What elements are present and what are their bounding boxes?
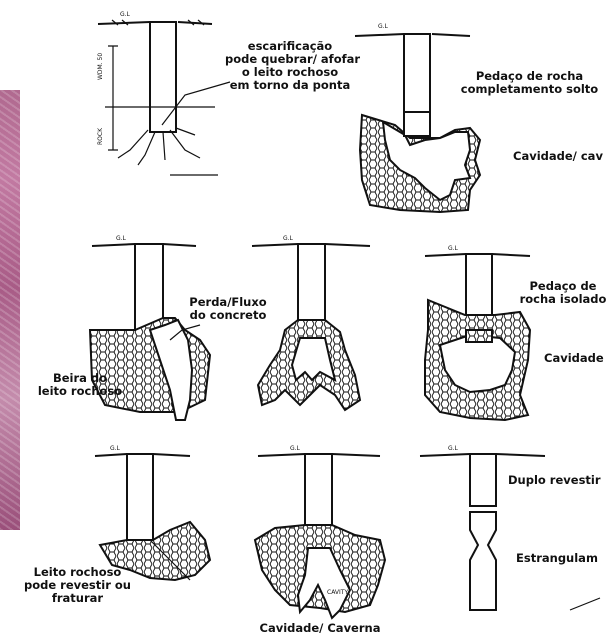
panel-loose-rock: G.L [355, 23, 480, 212]
panel-necking: G.L [420, 445, 600, 610]
label-isolated-rock-line2: rocha isolado [512, 293, 614, 306]
label-loose-rock-line2: completamento solto [445, 83, 614, 96]
gl-label-h: G.L [448, 445, 459, 452]
gl-label-b: G.L [378, 23, 389, 30]
label-loose-rock: Pedaço de rocha completamento solto [445, 70, 614, 96]
panel-cavity-fork: G.L [252, 235, 370, 410]
label-cavity-b: Cavidade/ cav [513, 150, 614, 163]
panel-scarification: G.L WDM. 50 ROCK [97, 11, 230, 175]
gl-label-c: G.L [116, 235, 127, 242]
gl-label-f: G.L [110, 445, 121, 452]
gl-label-g: G.L [290, 445, 301, 452]
label-scarification-line4: em torno da ponta [225, 79, 355, 92]
panel-bedrock-fracture: G.L [95, 445, 210, 580]
label-bedrock-edge-line2: leito rochoso [20, 385, 140, 398]
panel-isolated-rock: G.L [425, 245, 530, 420]
label-cavity-d: Cavidade [544, 352, 614, 365]
panel-cavern: G.L CAVITY [255, 445, 385, 618]
label-scarification: escarificação pode quebrar/ afofar o lei… [225, 40, 355, 92]
label-isolated-rock: Pedaço de rocha isolado [512, 280, 614, 306]
gl-label-e: G.L [448, 245, 459, 252]
gl-label-d: G.L [283, 235, 294, 242]
label-concrete-loss-line2: do concreto [178, 309, 278, 322]
cavity-label-small: CAVITY [327, 589, 348, 596]
label-concrete-loss: Perda/Fluxo do concreto [178, 296, 278, 322]
label-cavern: Cavidade/ Caverna [250, 622, 390, 635]
wdm-label: WDM. 50 [97, 53, 104, 80]
label-bedrock-fracture-line3: fraturar [0, 592, 155, 605]
label-necking: Estrangulam [516, 552, 614, 565]
label-double-casing: Duplo revestir [508, 474, 614, 487]
label-bedrock-fracture: Leito rochoso pode revestir ou fraturar [0, 566, 155, 605]
gl-label-a: G.L [120, 11, 131, 18]
label-bedrock-edge: Beira do leito rochoso [20, 372, 140, 398]
rock-label: ROCK [97, 127, 104, 145]
